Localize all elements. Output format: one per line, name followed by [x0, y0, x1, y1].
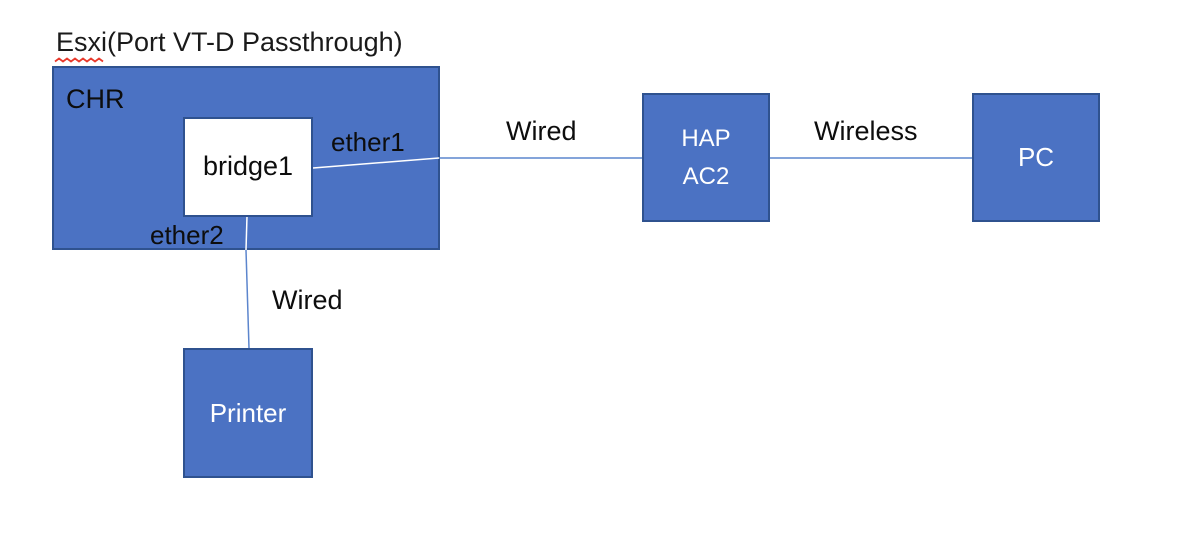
diagram-title: Esxi(Port VT-D Passthrough) [56, 27, 403, 57]
node-chr-label: CHR [66, 84, 125, 114]
node-hap-line1: HAP [681, 125, 731, 153]
link-label-wired-chr-to-printer: Wired [272, 285, 343, 315]
node-printer: Printer [183, 348, 313, 478]
node-bridge1-label: bridge1 [202, 151, 294, 182]
port-label-ether2: ether2 [150, 220, 224, 250]
link-label-wireless-hap-to-pc: Wireless [814, 116, 918, 146]
node-hap-ac2: HAP AC2 [642, 93, 770, 222]
connector-chr-to-printer-wired [245, 249, 250, 349]
node-pc-label: PC [1017, 142, 1055, 173]
node-bridge1: bridge1 [183, 117, 313, 217]
port-label-ether1: ether1 [331, 127, 405, 157]
node-printer-label: Printer [209, 397, 287, 428]
node-pc: PC [972, 93, 1100, 222]
node-hap-ac2-label: HAP AC2 [681, 120, 730, 194]
node-hap-line2: AC2 [682, 162, 730, 190]
link-label-wired-chr-to-hap: Wired [506, 116, 577, 146]
